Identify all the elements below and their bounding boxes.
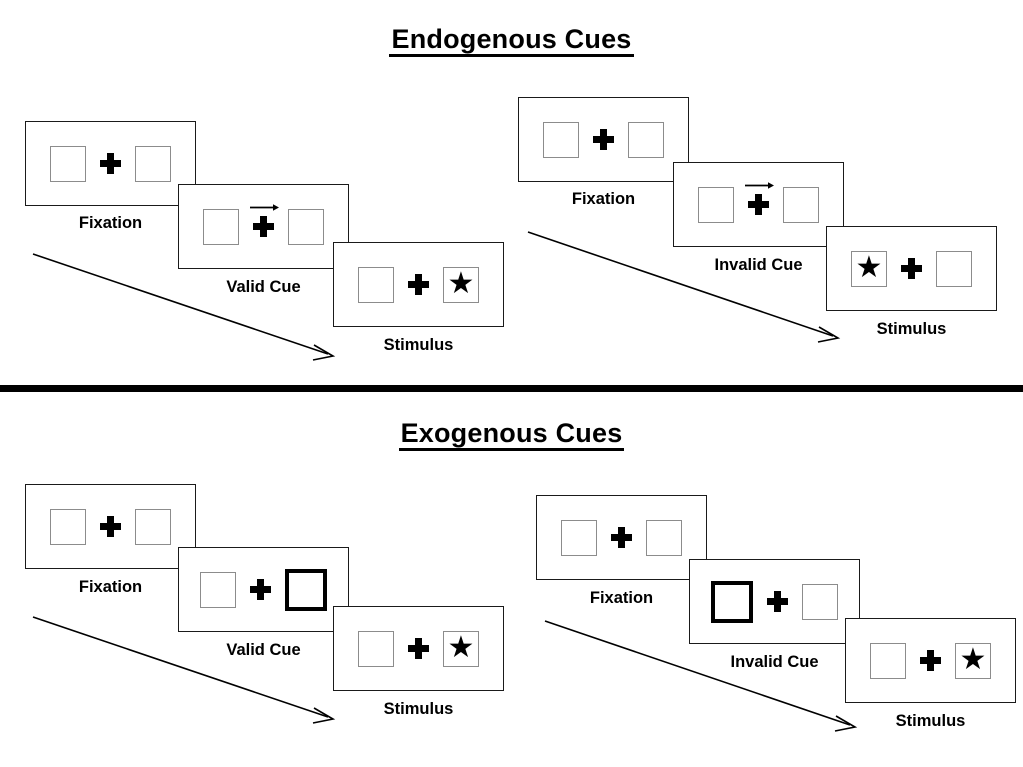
frame-fixation[interactable] [25,121,196,206]
frame-fixation[interactable] [518,97,689,182]
frame-invalid-cue[interactable] [673,162,844,247]
frame-content [698,182,819,223]
right-placeholder-box [628,121,664,158]
frame-content [50,145,171,182]
right-target-box: ★ [955,642,991,679]
section-title-endogenous: Endogenous Cues [0,24,1023,58]
arrow-right-icon [249,204,279,211]
right-placeholder-box [135,508,171,545]
frame-content: ★ [870,642,991,679]
frame-valid-cue[interactable] [178,547,349,632]
left-placeholder-box [203,208,239,245]
section-divider [0,385,1023,392]
right-placeholder-box [288,208,324,245]
left-placeholder-box [50,508,86,545]
frame-label-fixation: Fixation [78,578,143,596]
right-placeholder-box [135,145,171,182]
right-placeholder-box [646,519,682,556]
fixation-cross-icon [611,527,632,548]
right-placeholder-box [783,186,819,223]
left-placeholder-box [358,266,394,303]
fixation-cross-icon [100,516,121,537]
frame-stimulus[interactable]: ★ [333,242,504,327]
frame-content: ★ [358,266,479,303]
fixation-cross-icon [408,274,429,295]
frame-content [203,204,324,245]
left-placeholder-box [358,630,394,667]
frame-label-valid-cue: Valid Cue [226,278,301,296]
left-target-box: ★ [851,250,887,287]
section-title-endogenous-text: Endogenous Cues [389,25,634,58]
fixation-cross-icon [901,258,922,279]
frame-label-fixation: Fixation [589,589,654,607]
fixation-cross-icon [767,591,788,612]
time-progression-arrow [527,231,841,343]
left-placeholder-box [543,121,579,158]
frame-fixation[interactable] [536,495,707,580]
frame-label-invalid-cue: Invalid Cue [730,653,819,671]
time-progression-arrow [32,616,336,724]
left-placeholder-box [698,186,734,223]
frame-invalid-cue[interactable] [689,559,860,644]
frame-label-stimulus: Stimulus [895,712,966,730]
frame-content [711,580,838,623]
frame-content [543,121,664,158]
right-target-box: ★ [443,630,479,667]
time-progression-arrow [544,620,858,732]
frame-label-invalid-cue: Invalid Cue [714,256,803,274]
fixation-cross-icon [744,182,774,215]
right-placeholder-box [802,583,838,620]
frame-valid-cue[interactable] [178,184,349,269]
star-icon: ★ [959,642,987,676]
frame-label-fixation: Fixation [78,214,143,232]
fixation-cross-icon [593,129,614,150]
fixation-cross-icon [250,579,271,600]
frame-label-stimulus: Stimulus [383,336,454,354]
right-target-box: ★ [443,266,479,303]
section-title-exogenous-text: Exogenous Cues [398,419,625,452]
fixation-cross-icon [408,638,429,659]
frame-label-valid-cue: Valid Cue [226,641,301,659]
star-icon: ★ [447,630,475,664]
frame-stimulus[interactable]: ★ [826,226,997,311]
frame-stimulus[interactable]: ★ [845,618,1016,703]
frame-content [50,508,171,545]
left-placeholder-box [870,642,906,679]
time-progression-arrow [32,253,336,361]
left-placeholder-box [561,519,597,556]
right-placeholder-box [936,250,972,287]
right-cued-box [285,568,327,611]
left-placeholder-box [200,571,236,608]
fixation-cross-icon [920,650,941,671]
frame-fixation[interactable] [25,484,196,569]
star-icon: ★ [855,250,883,284]
arrow-right-icon [744,182,774,189]
frame-content: ★ [358,630,479,667]
fixation-cross-icon [249,204,279,237]
left-cued-box [711,580,753,623]
left-placeholder-box [50,145,86,182]
frame-label-stimulus: Stimulus [876,320,947,338]
fixation-cross-icon [100,153,121,174]
frame-content: ★ [851,250,972,287]
frame-label-stimulus: Stimulus [383,700,454,718]
frame-content [200,568,327,611]
frame-stimulus[interactable]: ★ [333,606,504,691]
frame-content [561,519,682,556]
star-icon: ★ [447,266,475,300]
section-title-exogenous: Exogenous Cues [0,418,1023,452]
frame-label-fixation: Fixation [571,190,636,208]
